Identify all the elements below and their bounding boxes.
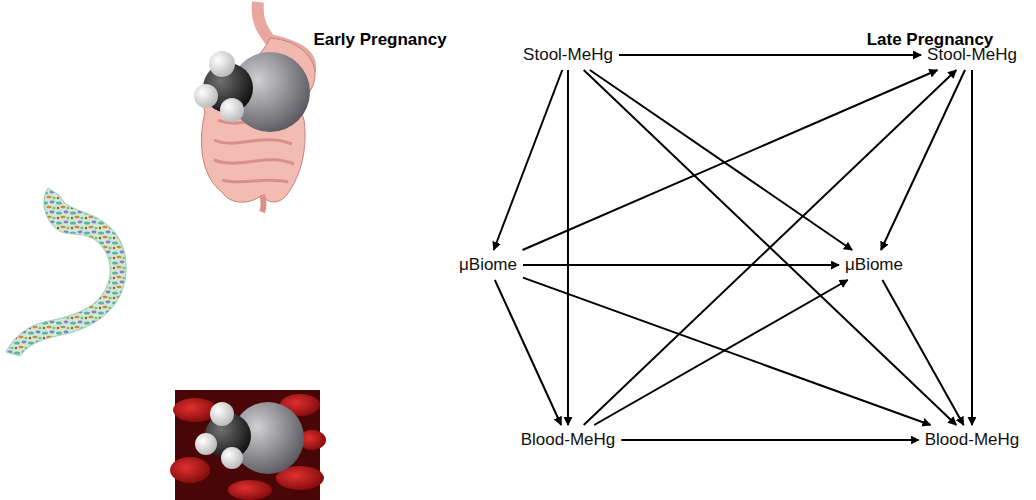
variable-node: Blood-MeHg bbox=[518, 428, 619, 452]
methylmercury-molecule bbox=[194, 51, 310, 132]
arrow-connector bbox=[494, 70, 563, 250]
arrow-connector bbox=[584, 70, 957, 425]
arrow-connector bbox=[567, 70, 569, 425]
microbiome-gut bbox=[6, 188, 126, 356]
node-text: Stool-MeHg bbox=[523, 45, 613, 65]
methylmercury-molecule bbox=[195, 402, 304, 474]
arrow-connector bbox=[523, 70, 938, 250]
node-text: Blood-MeHg bbox=[521, 430, 616, 450]
arrow-connector bbox=[523, 264, 839, 266]
node-text: μBiome bbox=[459, 255, 517, 275]
arrow-connector bbox=[971, 70, 973, 425]
arrow-connector bbox=[590, 70, 852, 250]
blood-image bbox=[170, 390, 326, 500]
node-text: μBiome bbox=[845, 255, 903, 275]
variable-node: Blood-MeHg bbox=[922, 428, 1023, 452]
node-text: Blood-MeHg bbox=[925, 430, 1020, 450]
arrow-connector bbox=[619, 54, 921, 56]
arrow-connector bbox=[584, 70, 957, 425]
arrow-connector bbox=[594, 280, 848, 425]
arrow-connector bbox=[881, 70, 965, 250]
column-heading: Early Pregnancy bbox=[313, 30, 446, 50]
variable-node: Stool-MeHg bbox=[520, 43, 616, 67]
arrow-connector bbox=[495, 280, 561, 425]
arrow-connector bbox=[523, 278, 931, 425]
variable-node: μBiome bbox=[456, 253, 520, 277]
arrow-connector bbox=[882, 280, 963, 425]
variable-node: μBiome bbox=[842, 253, 906, 277]
arrow-connector bbox=[621, 439, 919, 441]
column-heading: Late Pregnancy bbox=[867, 30, 994, 50]
digestive-tract bbox=[201, 2, 315, 212]
